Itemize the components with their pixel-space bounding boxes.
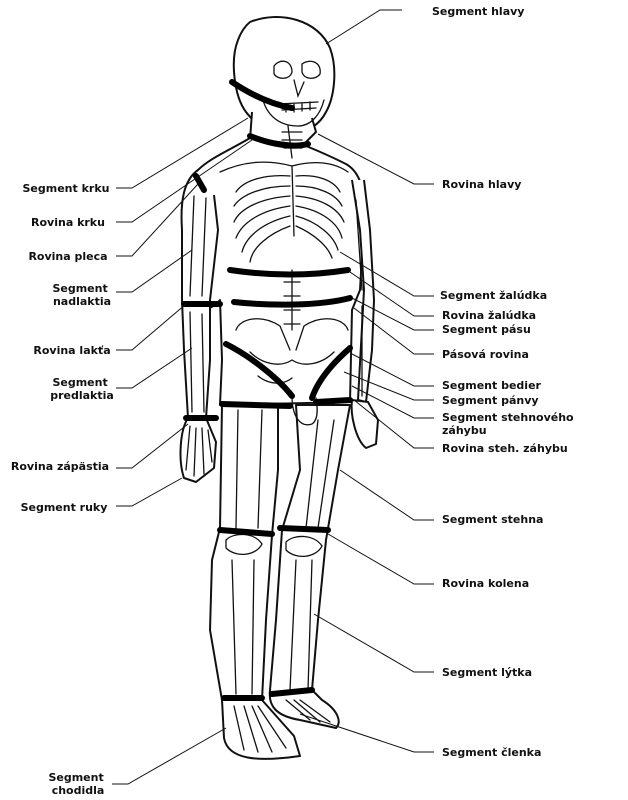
label-segment-clenka: Segment členka bbox=[442, 746, 541, 759]
label-rovina-zaludka: Rovina žalúdka bbox=[442, 309, 536, 322]
leader-segment-stehnoveho-zahybu bbox=[351, 385, 434, 419]
leader-segment-nadlaktia bbox=[116, 249, 193, 293]
label-segment-stehnoveho-zahybu: Segment stehnového záhybu bbox=[442, 411, 577, 437]
leader-segment-chodidla bbox=[112, 727, 227, 785]
leader-rovina-krku bbox=[116, 139, 253, 223]
hand-bones-right bbox=[185, 425, 213, 477]
pelvis bbox=[235, 318, 349, 384]
labels-left: Segment krku Rovina krku Rovina pleca Se… bbox=[11, 182, 114, 797]
leader-rovina-kolena bbox=[327, 533, 434, 585]
leader-segment-krku bbox=[116, 117, 249, 189]
belt-plane-band bbox=[223, 341, 353, 401]
kneecap-right bbox=[225, 533, 263, 555]
label-rovina-kolena: Rovina kolena bbox=[442, 577, 529, 590]
ribs-left bbox=[233, 174, 291, 263]
crotch-plane-band bbox=[219, 397, 353, 409]
waist-plane-band bbox=[231, 295, 353, 308]
leader-segment-bedier bbox=[351, 353, 434, 387]
body-outline bbox=[179, 16, 379, 760]
head-plane-band bbox=[229, 79, 295, 111]
radius-ulna-right bbox=[189, 311, 205, 413]
humerus-right bbox=[189, 195, 207, 297]
label-segment-ruky: Segment ruky bbox=[21, 501, 108, 514]
leader-segment-hlavy bbox=[325, 9, 402, 45]
label-segment-predlaktia: Segment predlaktia bbox=[50, 376, 114, 402]
label-segment-nadlaktia: Segment nadlaktia bbox=[52, 282, 111, 308]
hip-fold-line bbox=[291, 395, 318, 426]
skull-eye-left bbox=[273, 60, 293, 79]
leader-pasova-rovina bbox=[353, 307, 434, 355]
label-rovina-hlavy: Rovina hlavy bbox=[442, 178, 521, 191]
label-segment-hlavy: Segment hlavy bbox=[432, 5, 524, 18]
skull-eye-right bbox=[301, 60, 321, 79]
stomach-plane-band bbox=[227, 267, 351, 278]
left-leg-outline bbox=[268, 404, 351, 729]
label-segment-stehna: Segment stehna bbox=[442, 513, 543, 526]
leader-segment-zaludka bbox=[339, 251, 434, 297]
label-pasova-rovina: Pásová rovina bbox=[442, 348, 529, 361]
humerus-left bbox=[355, 199, 363, 291]
leader-rovina-zaludka bbox=[349, 271, 434, 317]
label-segment-chodidla: Segment chodidla bbox=[48, 771, 107, 797]
femur-right bbox=[235, 409, 263, 529]
knee-plane-band bbox=[217, 525, 331, 537]
lumbar-spine bbox=[283, 269, 301, 331]
leader-segment-panvy bbox=[343, 371, 434, 401]
label-rovina-zapastia: Rovina zápästia bbox=[11, 460, 109, 473]
cervical-spine bbox=[281, 125, 303, 159]
shoulder-plane-band bbox=[193, 173, 207, 193]
leader-rovina-steh-zahybu bbox=[353, 399, 434, 449]
leader-rovina-hlavy bbox=[317, 133, 434, 185]
label-segment-krku: Segment krku bbox=[23, 182, 110, 195]
label-segment-bedier: Segment bedier bbox=[442, 379, 542, 392]
leader-segment-ruky bbox=[116, 477, 183, 507]
leader-segment-lytka bbox=[313, 613, 434, 673]
skull-jaw bbox=[261, 95, 325, 127]
label-segment-zaludka: Segment žalúdka bbox=[440, 289, 547, 302]
leader-segment-stehna bbox=[339, 469, 434, 521]
label-rovina-krku: Rovina krku bbox=[31, 216, 105, 229]
leader-lines bbox=[112, 9, 434, 785]
tibia-fibula-left bbox=[289, 559, 313, 691]
label-segment-lytka: Segment lýtka bbox=[442, 666, 532, 679]
sternum bbox=[291, 165, 295, 237]
label-segment-panvy: Segment pánvy bbox=[442, 394, 539, 407]
label-rovina-steh-zahybu: Rovina steh. záhybu bbox=[442, 442, 568, 455]
skull-nose bbox=[293, 79, 305, 99]
leader-segment-predlaktia bbox=[116, 347, 193, 389]
foot-bones-right bbox=[233, 705, 287, 753]
kneecap-left bbox=[285, 535, 323, 557]
leader-rovina-pleca bbox=[116, 183, 199, 257]
femur-left bbox=[305, 419, 335, 529]
leader-segment-pasu bbox=[351, 297, 434, 331]
ankle-plane-band bbox=[221, 687, 315, 701]
neck-plane-band bbox=[247, 133, 311, 149]
segment-planes bbox=[181, 79, 353, 701]
labels-right: Segment hlavy Rovina hlavy Segment žalúd… bbox=[432, 5, 577, 759]
tibia-fibula-right bbox=[231, 559, 255, 695]
leader-segment-clenka bbox=[299, 713, 434, 753]
label-segment-pasu: Segment pásu bbox=[442, 323, 531, 336]
ribs-right bbox=[295, 174, 345, 259]
foot-bones-left bbox=[285, 699, 331, 723]
label-rovina-lakta: Rovina lakťa bbox=[33, 344, 110, 357]
left-hand-outline bbox=[350, 399, 379, 449]
label-rovina-pleca: Rovina pleca bbox=[28, 250, 107, 263]
leader-rovina-lakta bbox=[116, 303, 187, 351]
leader-rovina-zapastia bbox=[116, 423, 189, 469]
